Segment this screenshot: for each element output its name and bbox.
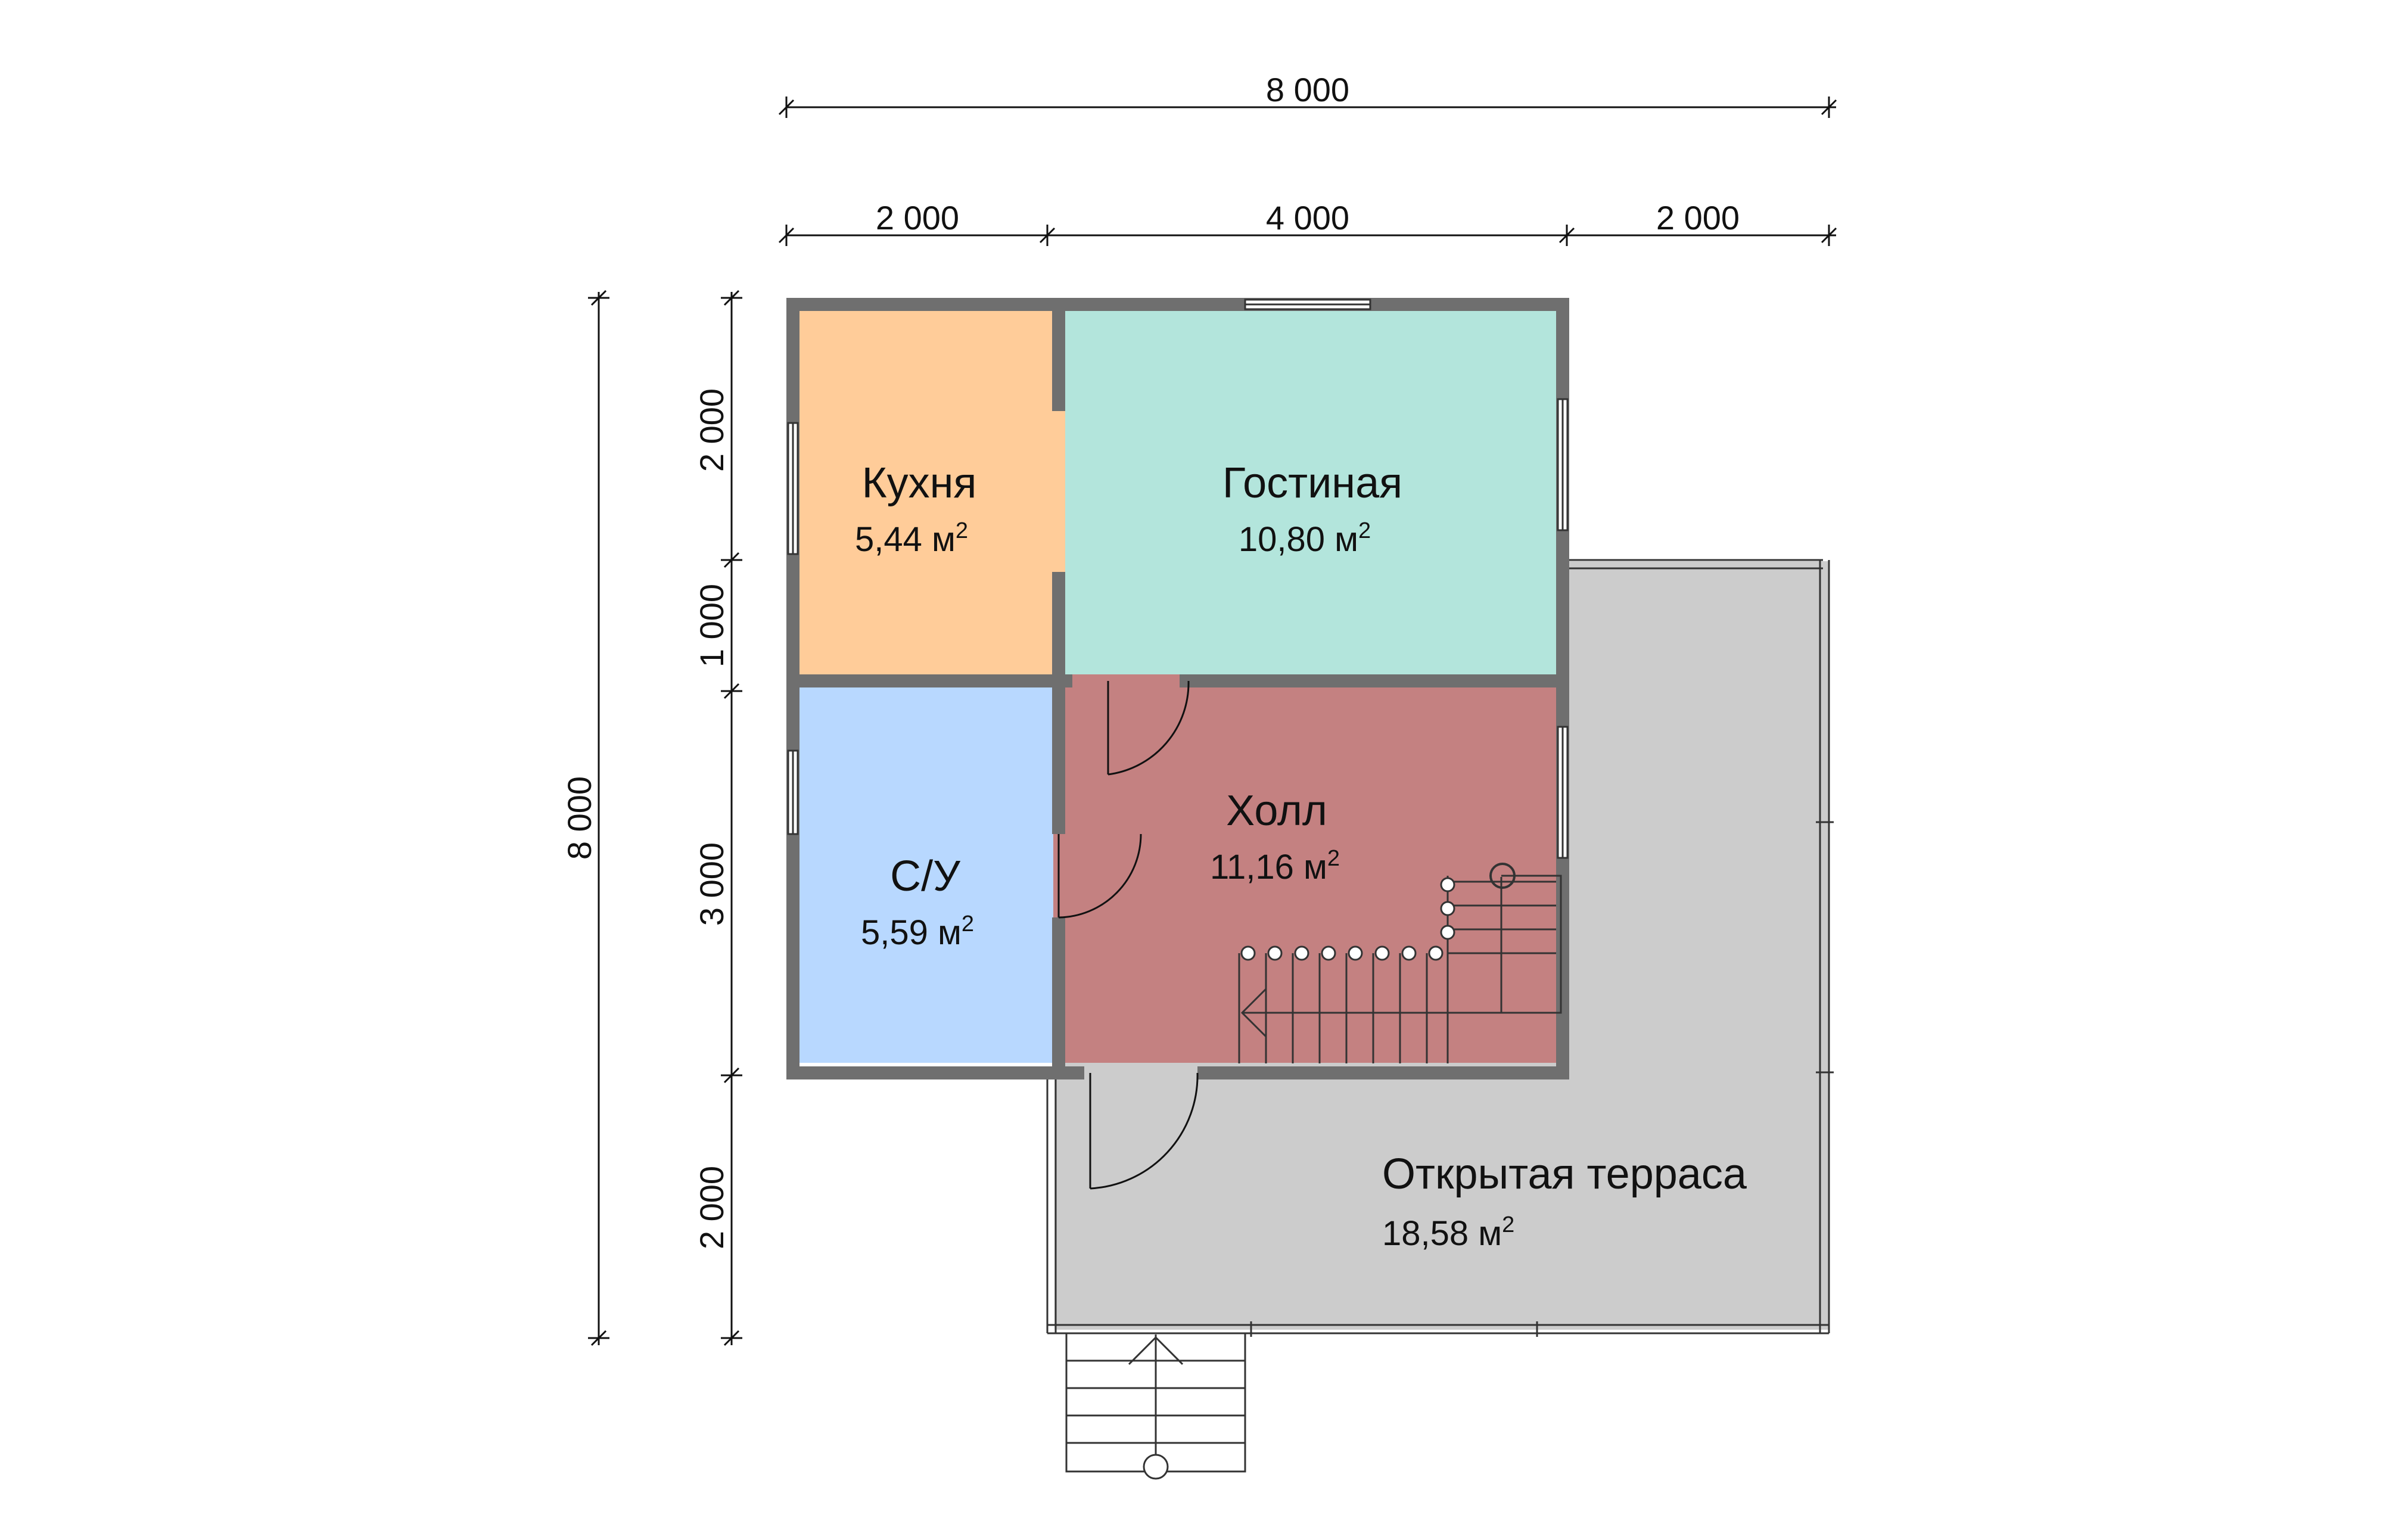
staircase bbox=[1238, 863, 1562, 1063]
bath-label: С/У 5,59 м2 bbox=[861, 853, 974, 952]
terrace-name: Открытая терраса bbox=[1382, 1150, 1747, 1198]
kitchen-area: 5,44 м2 bbox=[855, 518, 968, 559]
doors bbox=[1057, 680, 1199, 1190]
dimension-left-total: 8 000 bbox=[561, 290, 609, 1346]
entry-door-gap bbox=[1084, 1066, 1197, 1079]
hall-name: Холл bbox=[1226, 787, 1327, 835]
terrace-label: Открытая терраса 18,58 м2 bbox=[1382, 1150, 1747, 1253]
dim-left-seg3-label: 3 000 bbox=[693, 842, 730, 926]
terrace-area: 18,58 м2 bbox=[1382, 1212, 1514, 1253]
kitchen-opening bbox=[1053, 411, 1065, 572]
living-name: Гостиная bbox=[1222, 459, 1402, 507]
dim-top-total-label: 8 000 bbox=[1266, 71, 1349, 108]
dim-left-total-label: 8 000 bbox=[561, 776, 598, 860]
windows bbox=[787, 298, 1569, 859]
living-area: 10,80 м2 bbox=[1239, 518, 1371, 559]
hall-area: 11,16 м2 bbox=[1210, 846, 1340, 886]
bath-area: 5,59 м2 bbox=[861, 911, 974, 952]
living-floor bbox=[1060, 311, 1556, 676]
bath-name: С/У bbox=[890, 853, 961, 900]
hall-opening-top bbox=[1072, 674, 1180, 687]
entry-steps bbox=[1065, 1332, 1246, 1480]
hall-floor bbox=[1060, 686, 1556, 1063]
dim-top-mid-label: 4 000 bbox=[1266, 199, 1349, 237]
dimension-left-segments: 2 000 1 000 3 000 2 000 bbox=[693, 290, 742, 1346]
dim-left-seg4-label: 2 000 bbox=[693, 1166, 730, 1249]
kitchen-label: Кухня 5,44 м2 bbox=[855, 459, 976, 559]
dimension-top-segments: 2 000 4 000 2 000 bbox=[778, 199, 1837, 246]
bath-floor bbox=[799, 686, 1057, 1063]
living-label: Гостиная 10,80 м2 bbox=[1222, 459, 1402, 559]
dim-top-left-label: 2 000 bbox=[876, 199, 959, 237]
hall-label: Холл 11,16 м2 bbox=[1210, 787, 1340, 886]
kitchen-name: Кухня bbox=[862, 459, 977, 507]
dim-top-right-label: 2 000 bbox=[1656, 199, 1740, 237]
terrace-railing bbox=[1046, 559, 1834, 1337]
dim-left-seg2-label: 1 000 bbox=[693, 584, 730, 667]
dim-left-seg1-label: 2 000 bbox=[693, 388, 730, 472]
dimension-top-total: 8 000 bbox=[778, 71, 1837, 118]
kitchen-floor bbox=[799, 311, 1057, 676]
